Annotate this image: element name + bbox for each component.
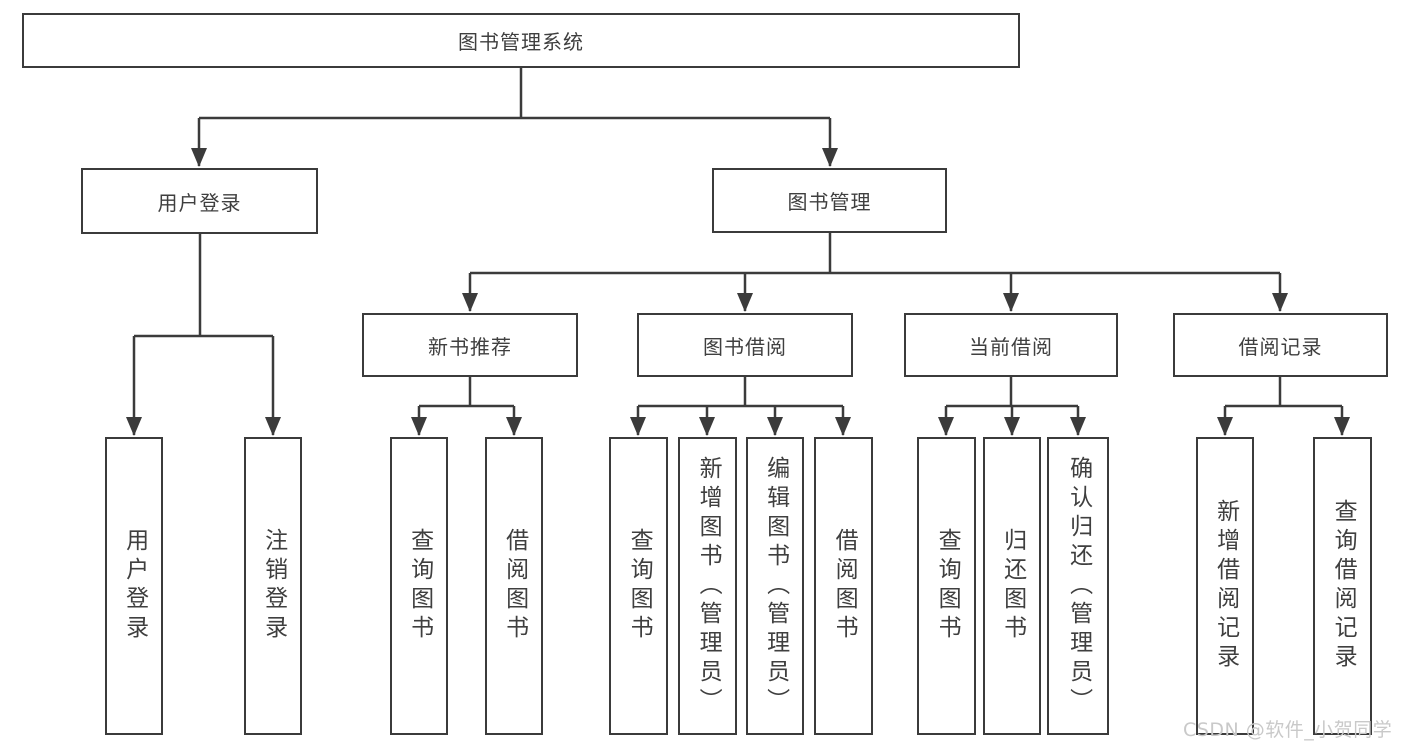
leaf-add-book-admin: 新增图书（管理员）	[678, 437, 737, 735]
node-label: 确认归还（管理员）	[1065, 455, 1092, 717]
leaf-logout: 注销登录	[244, 437, 302, 735]
node-library-system: 图书管理系统	[22, 13, 1020, 68]
node-label: 借阅图书	[501, 528, 528, 644]
csdn-watermark: CSDN @软件_小贺同学	[1183, 719, 1393, 741]
node-label: 图书借阅	[703, 334, 787, 359]
node-current-borrow: 当前借阅	[904, 313, 1118, 377]
node-new-book-recommend: 新书推荐	[362, 313, 578, 377]
node-label: 编辑图书（管理员）	[762, 455, 789, 717]
leaf-edit-book-admin: 编辑图书（管理员）	[746, 437, 804, 735]
leaf-user-login: 用户登录	[105, 437, 163, 735]
node-label: 用户登录	[121, 528, 148, 644]
node-label: 新书推荐	[428, 334, 512, 359]
leaf-query-books-recommend: 查询图书	[390, 437, 448, 735]
node-book-management: 图书管理	[712, 168, 947, 233]
leaf-borrow-books: 借阅图书	[814, 437, 873, 735]
tree-connectors	[126, 68, 1350, 436]
node-label: 借阅记录	[1238, 334, 1323, 359]
node-book-borrow: 图书借阅	[637, 313, 853, 377]
leaf-query-borrow-record: 查询借阅记录	[1313, 437, 1372, 735]
node-label: 查询借阅记录	[1330, 499, 1357, 673]
node-label: 新增图书（管理员）	[695, 455, 722, 717]
node-label: 图书管理	[787, 190, 872, 214]
node-borrow-records: 借阅记录	[1173, 313, 1388, 377]
node-label: 归还图书	[999, 528, 1026, 644]
node-label: 查询图书	[406, 528, 433, 644]
node-label: 当前借阅	[969, 334, 1053, 359]
node-label: 图书管理系统	[458, 30, 584, 54]
leaf-add-borrow-record: 新增借阅记录	[1196, 437, 1254, 735]
node-user-login: 用户登录	[81, 168, 318, 234]
node-label: 注销登录	[260, 528, 287, 644]
leaf-borrow-books-recommend: 借阅图书	[485, 437, 543, 735]
node-label: 查询图书	[934, 528, 961, 644]
leaf-return-book: 归还图书	[983, 437, 1041, 735]
leaf-query-books-borrow: 查询图书	[609, 437, 668, 735]
node-label: 查询图书	[626, 528, 653, 644]
node-label: 用户登录	[157, 190, 242, 215]
node-label: 借阅图书	[831, 528, 858, 644]
node-label: 新增借阅记录	[1212, 499, 1239, 673]
leaf-query-books-current: 查询图书	[917, 437, 976, 735]
leaf-confirm-return-admin: 确认归还（管理员）	[1047, 437, 1109, 735]
